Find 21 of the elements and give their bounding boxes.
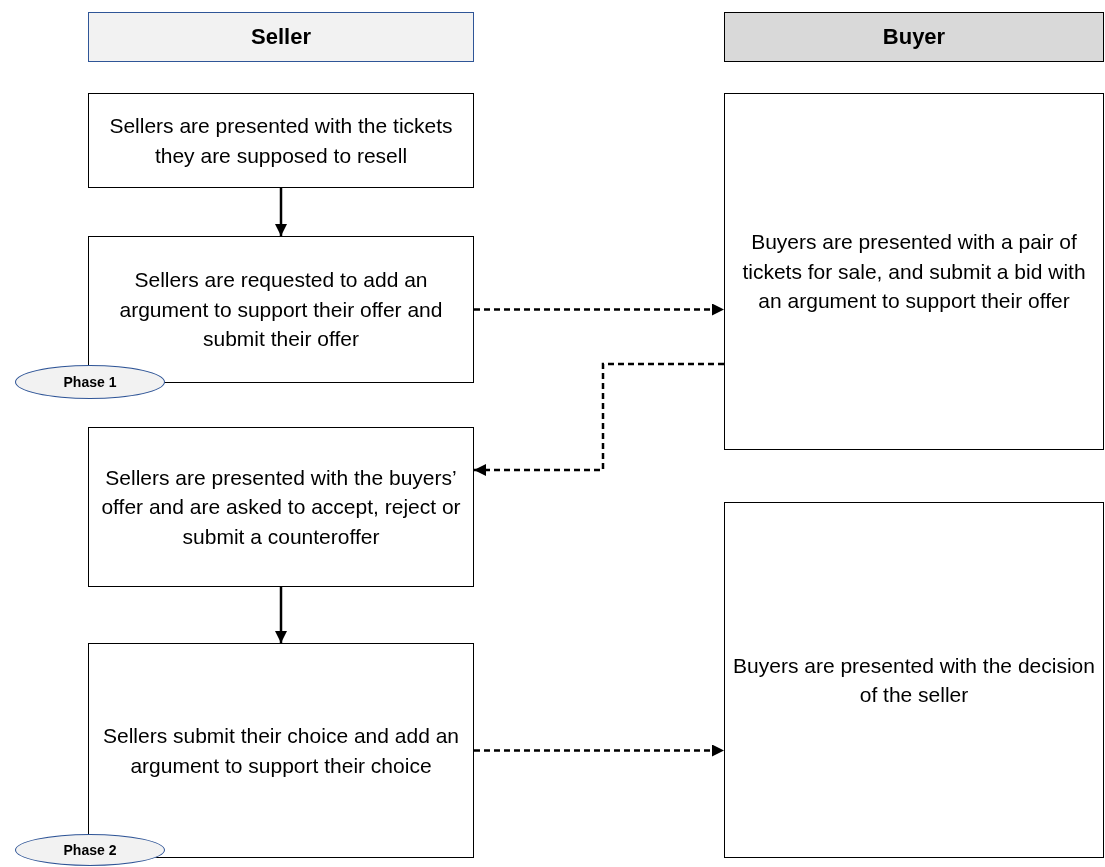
phase-label: Phase 2 <box>63 842 117 858</box>
phase-label: Phase 1 <box>63 374 117 390</box>
arrow <box>474 362 724 476</box>
column-header <box>88 12 474 62</box>
process-box <box>724 502 1104 858</box>
step-text: Sellers are presented with the buyers’ offer and are asked to accept, reject or submit a counteroffer <box>100 464 462 550</box>
header-text: Buyer <box>882 24 946 50</box>
arrow <box>474 303 724 316</box>
step-text: Buyers are presented with the decision of the seller <box>733 652 1095 708</box>
column-header <box>724 12 1104 62</box>
header-text: Seller <box>251 24 311 50</box>
process-box <box>724 93 1104 450</box>
step-text: Sellers submit their choice and add an argument to support their choice <box>101 723 460 779</box>
step-text: Buyers are presented with a pair of tickets for sale, and submit a bid with an argument to support their offer <box>741 229 1087 315</box>
step-text: Sellers are presented with the tickets they are supposed to resell <box>108 113 454 169</box>
arrow <box>275 587 287 643</box>
arrow <box>474 744 724 757</box>
process-box <box>88 93 474 188</box>
arrow <box>275 188 287 236</box>
process-box <box>88 427 474 587</box>
step-text: Sellers are requested to add an argument to support their offer and submit their offer <box>118 267 444 353</box>
